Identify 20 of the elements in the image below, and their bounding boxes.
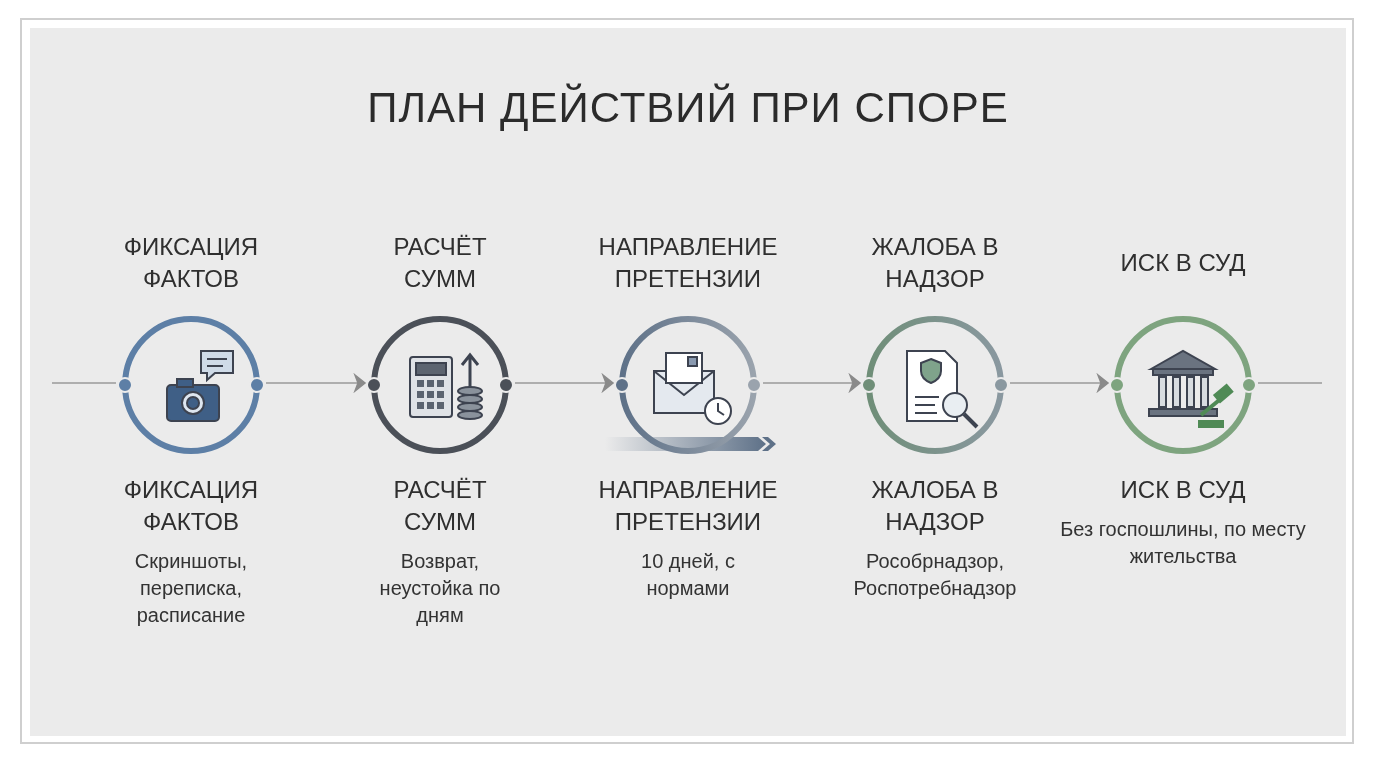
connector-arrow [762, 374, 861, 392]
step-heading: НАПРАВЛЕНИЕ ПРЕТЕНЗИИ [597, 475, 779, 537]
connector-arrow [265, 374, 366, 392]
step-heading: НАПРАВЛЕНИЕ ПРЕТЕНЗИИ [597, 232, 779, 294]
step-heading: ЖАЛОБА В НАДЗОР [870, 232, 1000, 294]
step-description: Скриншоты, переписка, расписание [133, 549, 249, 628]
connector-arrow [514, 374, 614, 392]
step-heading: ЖАЛОБА В НАДЗОР [870, 475, 1000, 537]
step-heading: РАСЧЁТ СУММ [392, 475, 488, 537]
step-description: Возврат, неустойка по дням [378, 549, 502, 628]
step-description: 10 дней, с нормами [640, 549, 736, 601]
step-heading: ФИКСАЦИЯ ФАКТОВ [122, 475, 260, 537]
connector-arrow [1009, 374, 1109, 392]
step-heading: ФИКСАЦИЯ ФАКТОВ [122, 232, 260, 294]
step-description: Без госпошлины, по месту жительства [1059, 517, 1307, 569]
title: ПЛАН ДЕЙСТВИЙ ПРИ СПОРЕ [366, 84, 1010, 132]
step-heading: ИСК В СУД [1120, 248, 1246, 278]
step-heading: ИСК В СУД [1120, 475, 1246, 505]
step-description: Рособрнадзор, Роспотребнадзор [852, 549, 1018, 601]
step-heading: РАСЧЁТ СУММ [392, 232, 488, 294]
